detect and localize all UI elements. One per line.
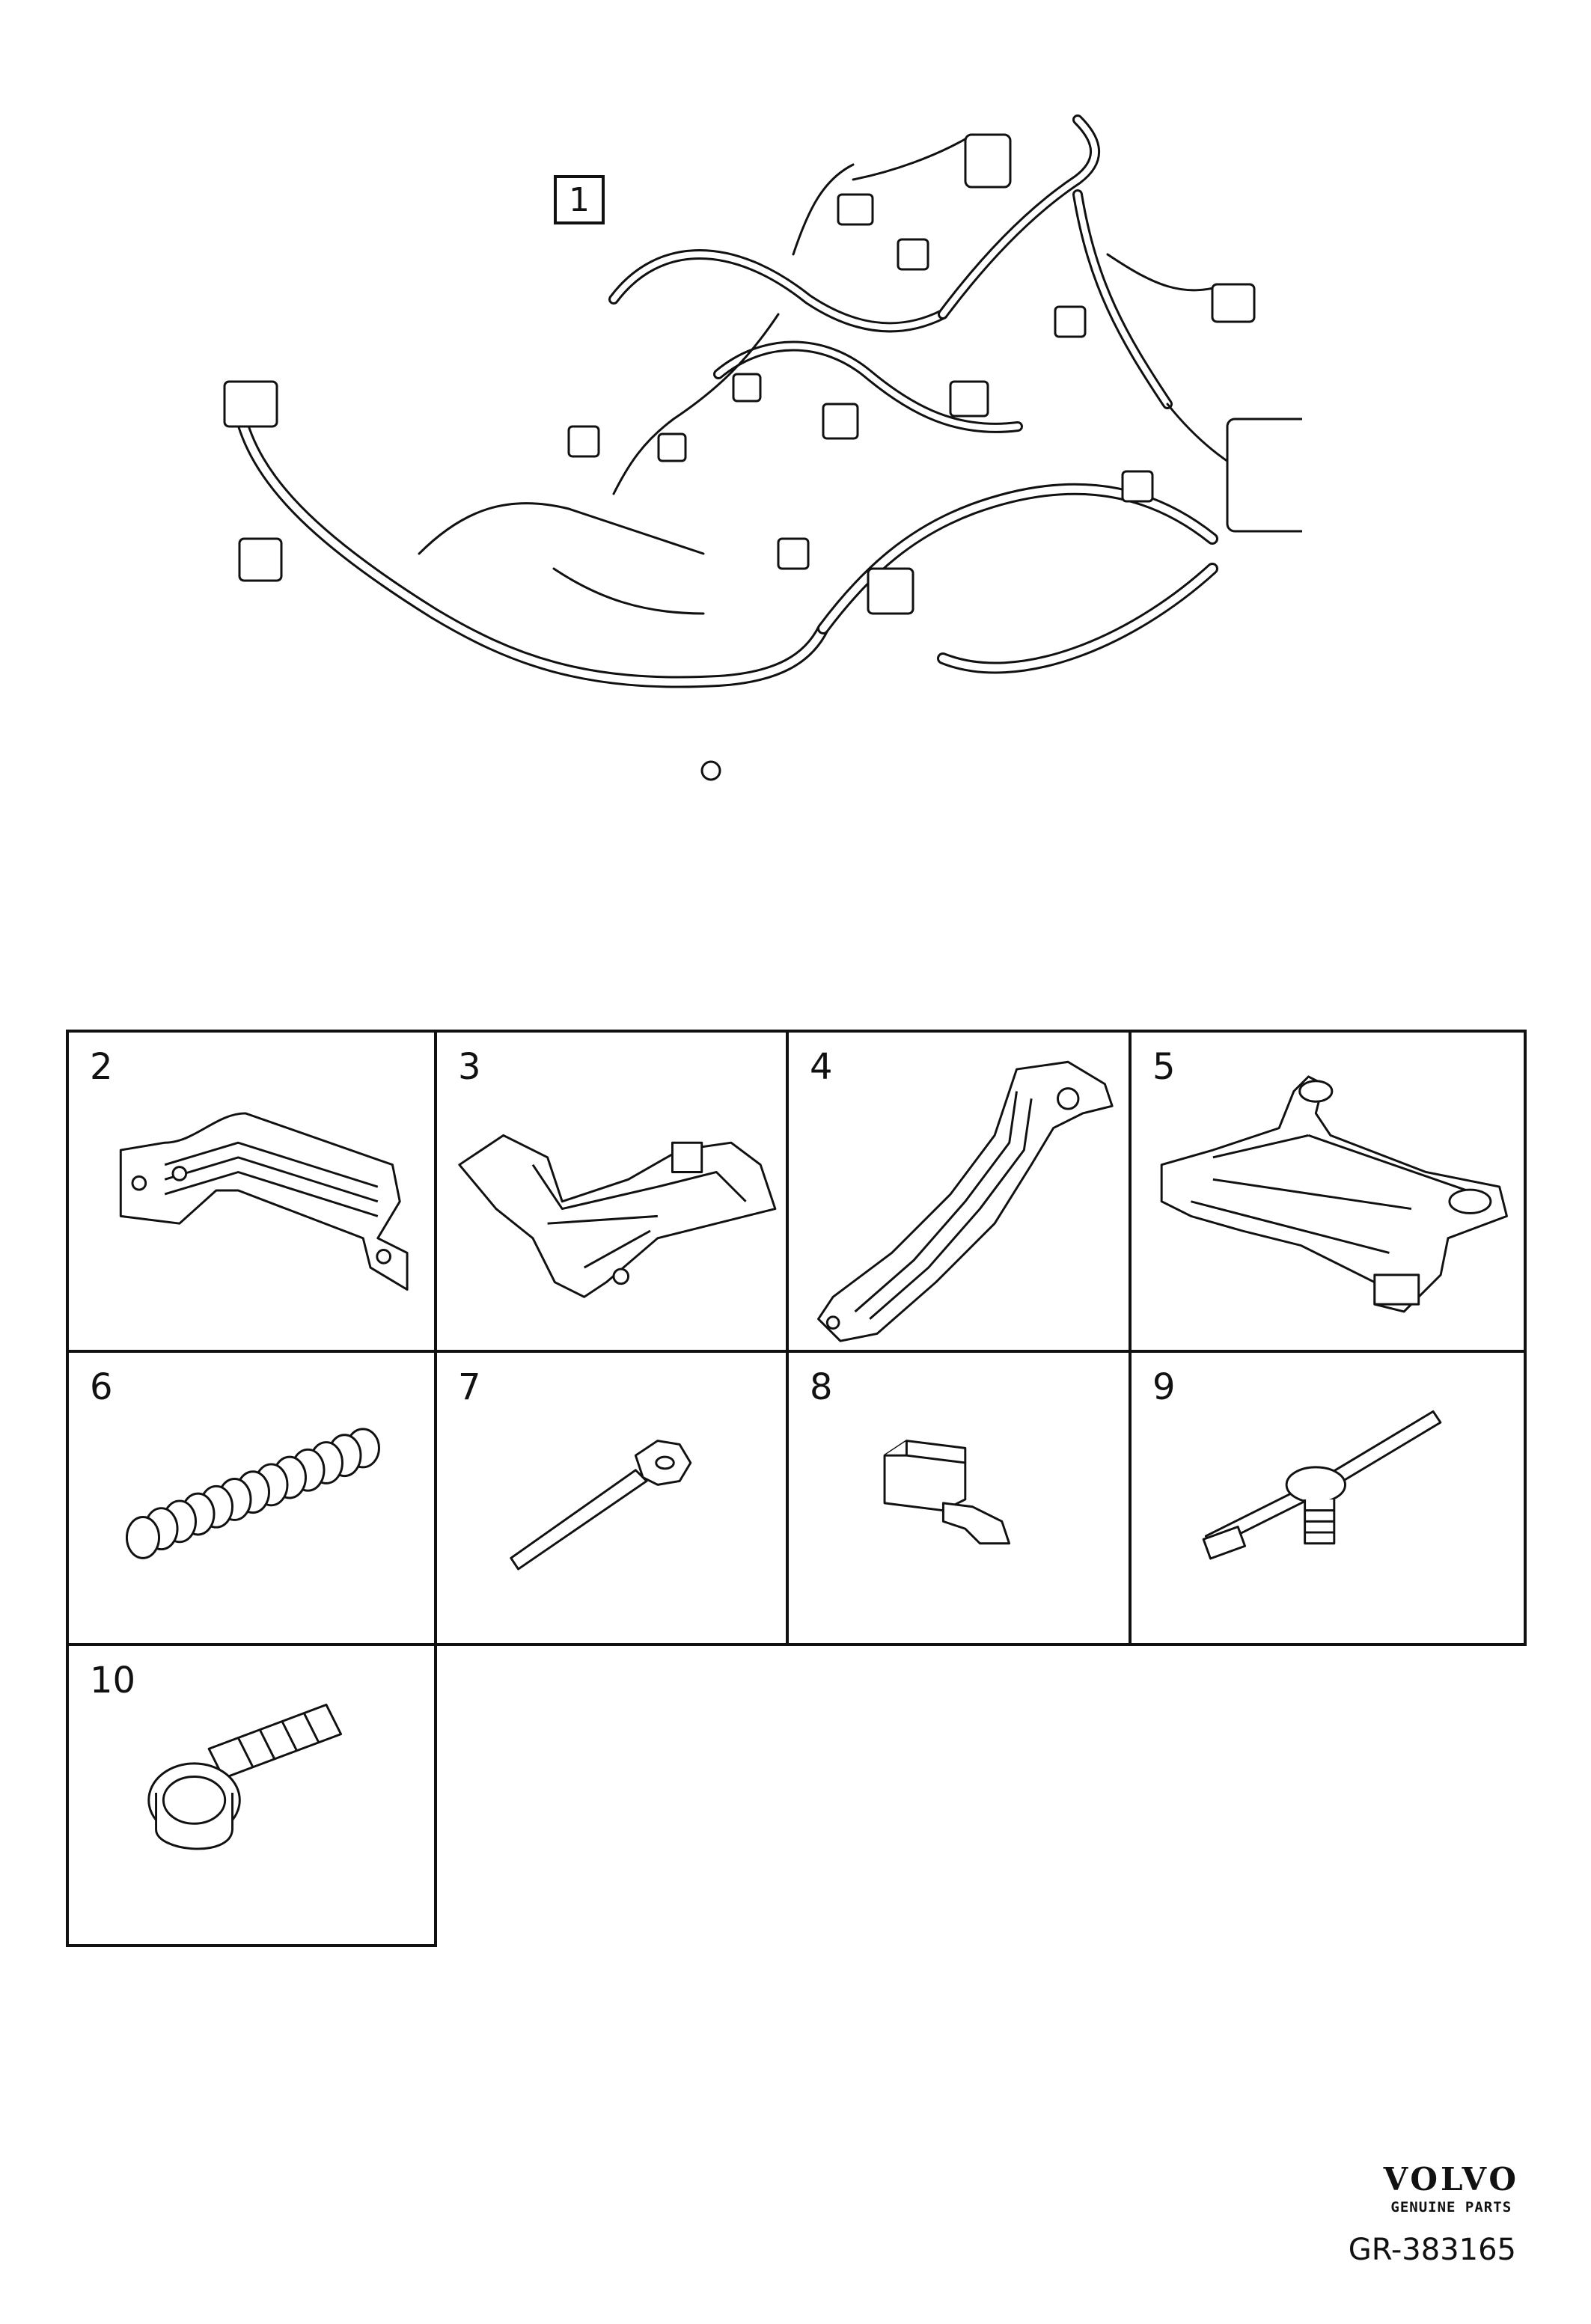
part-number: 5 (1152, 1046, 1176, 1088)
part-cell-8[interactable]: 8 (786, 1350, 1132, 1646)
cable-tray-icon (1160, 1075, 1508, 1313)
cable-channel-icon (458, 1134, 777, 1298)
part-cell-10[interactable]: 10 (66, 1643, 437, 1947)
reference-number: GR-383165 (1348, 2233, 1516, 2267)
part-cell-7[interactable]: 7 (434, 1350, 789, 1646)
brand-subtitle: GENUINE PARTS (1390, 2199, 1512, 2216)
part-cell-4[interactable]: 4 (786, 1030, 1132, 1353)
bracket-icon (119, 1112, 409, 1291)
part-cell-3[interactable]: 3 (434, 1030, 789, 1353)
part-number: 7 (458, 1366, 481, 1408)
part-number: 2 (90, 1046, 113, 1088)
part-cell-2[interactable]: 2 (66, 1030, 437, 1353)
part-number: 10 (90, 1660, 136, 1701)
brand-name: VOLVO (1383, 2161, 1519, 2198)
wiring-harness-illustration[interactable] (195, 90, 1302, 808)
part-number: 3 (458, 1046, 481, 1088)
cable-tie-clip-icon (1202, 1410, 1442, 1560)
part-number: 9 (1152, 1366, 1176, 1408)
cable-tie-icon (510, 1440, 692, 1571)
callout-1[interactable]: 1 (554, 175, 605, 224)
part-cell-6[interactable]: 6 (66, 1350, 437, 1646)
cable-guide-icon (817, 1060, 1114, 1342)
part-number: 6 (90, 1366, 113, 1408)
volvo-logo: VOLVO GENUINE PARTS (1384, 2161, 1519, 2216)
part-cell-9[interactable]: 9 (1129, 1350, 1527, 1646)
part-number: 8 (810, 1366, 833, 1408)
callout-1-label: 1 (569, 180, 590, 219)
corrugated-tube-icon (125, 1428, 380, 1559)
clip-icon (883, 1440, 1011, 1545)
flange-bolt-icon (147, 1703, 343, 1850)
part-cell-5[interactable]: 5 (1129, 1030, 1527, 1353)
part-number: 4 (810, 1046, 833, 1088)
